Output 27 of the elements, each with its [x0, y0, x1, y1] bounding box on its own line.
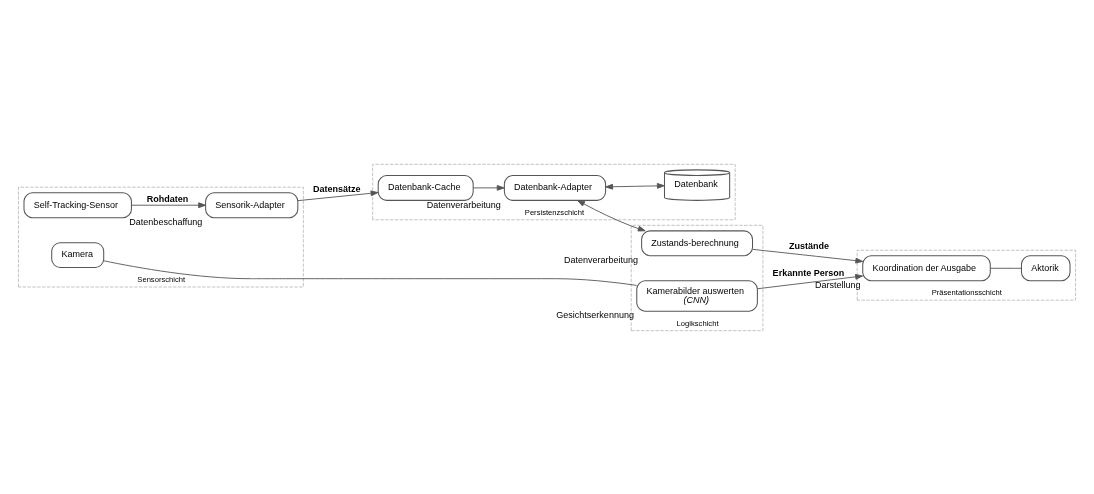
- node-label: Datenverarbeitung: [426, 199, 501, 210]
- arrow: [756, 273, 863, 289]
- edge-label: Rohdaten: [146, 193, 189, 204]
- node-box: Kamera: [51, 241, 105, 268]
- node-box: Koordination der Ausgabe: [862, 254, 991, 281]
- arrow: [752, 248, 864, 263]
- edge-label: Zustände: [788, 240, 829, 251]
- node-box: Aktorik: [1020, 254, 1071, 281]
- node-label: Darstellung: [814, 279, 861, 290]
- edge-label: Datensätze: [313, 183, 361, 194]
- arrow: [131, 201, 206, 208]
- node-box: Datenbank-Adapter: [503, 174, 607, 201]
- node-label: Datenverarbeitung: [563, 254, 639, 265]
- arrow: [605, 182, 665, 190]
- arrow: [472, 184, 505, 191]
- connector: [103, 259, 638, 286]
- node-box: Zustands-berechnung: [641, 229, 754, 256]
- node-box: Sensorik-Adapter: [205, 191, 299, 218]
- edge-label: Erkannte Person: [772, 267, 845, 277]
- arrow: [577, 199, 646, 231]
- node-box: Datenbank-Cache: [377, 174, 474, 201]
- node-label: Gesichtserkennung: [556, 309, 634, 320]
- arrow: [297, 189, 379, 201]
- connector: [990, 267, 1022, 269]
- node-box: Self-Tracking-Sensor: [23, 191, 132, 218]
- node-box: Kamerabilder auswerten (CNN): [636, 279, 758, 312]
- node-label: Datenbeschaffung: [129, 216, 203, 227]
